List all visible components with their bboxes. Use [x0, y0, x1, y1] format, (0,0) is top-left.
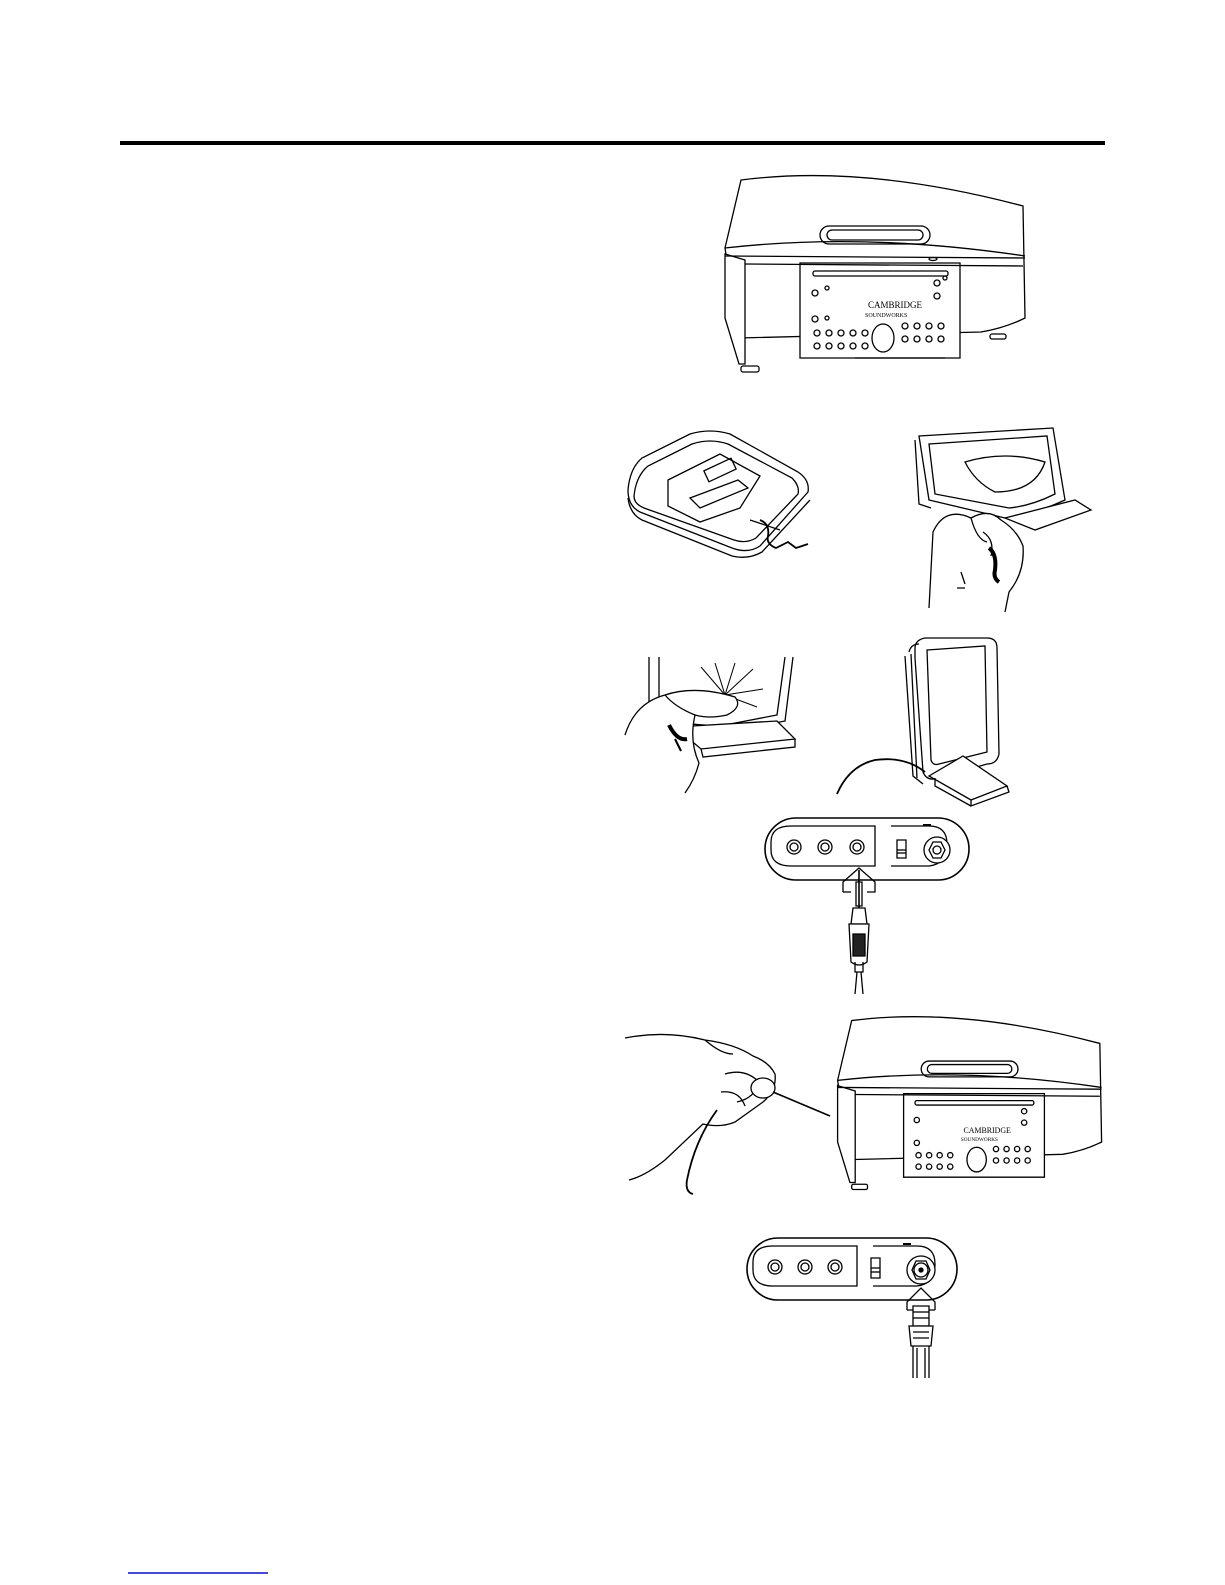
header-rule	[120, 141, 1105, 145]
figure-rear-panel-minijack	[763, 812, 973, 997]
unit-brand-line2: SOUNDWORKS	[865, 313, 907, 319]
figure-antenna-press	[625, 655, 805, 795]
figure-antenna-hand-open	[905, 422, 1095, 612]
figure-antenna-folded	[620, 428, 820, 558]
unit-brand-line1: CAMBRIDGE	[868, 300, 923, 310]
figure-unit-headphones: CAMBRIDGE SOUNDWORKS	[625, 1010, 1110, 1195]
unit-brand-line2: SOUNDWORKS	[961, 1137, 998, 1143]
footer-link-underline[interactable]	[128, 1572, 268, 1574]
figure-rear-panel-coax	[745, 1232, 960, 1382]
unit-brand-line1: CAMBRIDGE	[963, 1126, 1011, 1135]
figure-antenna-assembled	[835, 636, 1015, 806]
figure-unit-front: CAMBRIDGE SOUNDWORKS	[705, 168, 1030, 378]
